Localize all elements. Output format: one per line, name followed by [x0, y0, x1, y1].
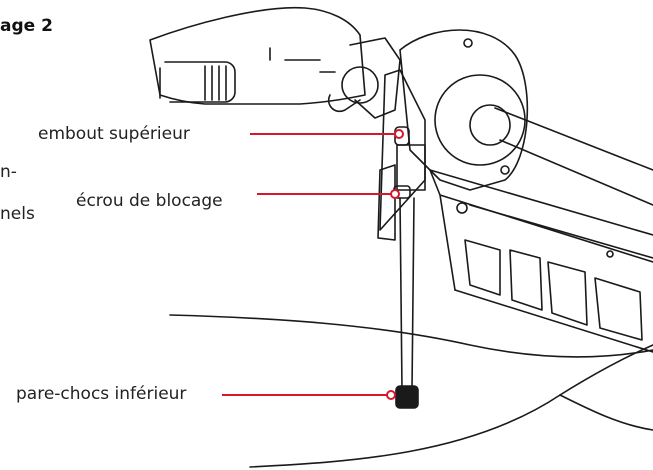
rod-top — [494, 107, 653, 171]
callout-label-top-end: embout supérieur — [38, 124, 190, 144]
callout-leaders — [222, 129, 404, 400]
tool-handle-outline — [149, 6, 366, 105]
base-curve-lower — [249, 344, 653, 468]
page-heading: age 2 — [0, 16, 53, 36]
frame-slot-3 — [547, 261, 588, 326]
lower-bumper — [395, 385, 419, 409]
frame-top-edge — [429, 169, 653, 236]
clamp-wing — [327, 94, 361, 113]
frame-bottom-edge — [454, 289, 653, 353]
disc-hub-outer — [434, 74, 526, 166]
frame-bolt-1 — [456, 202, 468, 214]
disc-bolt-1 — [463, 38, 473, 48]
cut-off-text-line-1: n- — [0, 162, 17, 182]
base-curve-upper — [169, 314, 653, 358]
base-curve-right — [559, 394, 653, 431]
frame-left-end — [429, 169, 456, 291]
callout-label-lower-bumper: pare-chocs inférieur — [16, 384, 187, 404]
frame-rail — [469, 204, 653, 259]
foot-bracket — [377, 164, 396, 241]
upper-sleeve — [396, 144, 426, 191]
callout-dot-lower-bumper — [386, 390, 396, 400]
callout-label-lock-nut: écrou de blocage — [76, 191, 223, 211]
foot-rod-left — [399, 197, 403, 391]
disc-hub-inner — [469, 104, 511, 146]
foot-rod-right — [411, 197, 415, 391]
frame-slot-2 — [509, 249, 543, 311]
rod-bottom — [499, 139, 653, 206]
callout-dot-top-end — [394, 129, 404, 139]
frame-slot-4 — [594, 277, 643, 341]
tool-detail-1 — [269, 47, 336, 73]
clamp-knob — [341, 66, 379, 104]
frame-bolt-2 — [606, 250, 614, 258]
disc-bolt-2 — [500, 165, 510, 175]
disc-housing — [399, 29, 529, 191]
frame-slot-1 — [464, 239, 501, 296]
disc-side-plate — [379, 69, 426, 231]
tool-cable-upper — [164, 61, 236, 103]
clamp-body — [349, 37, 401, 119]
callout-dot-lock-nut — [390, 189, 400, 199]
cut-off-text-line-2: nels — [0, 204, 35, 224]
